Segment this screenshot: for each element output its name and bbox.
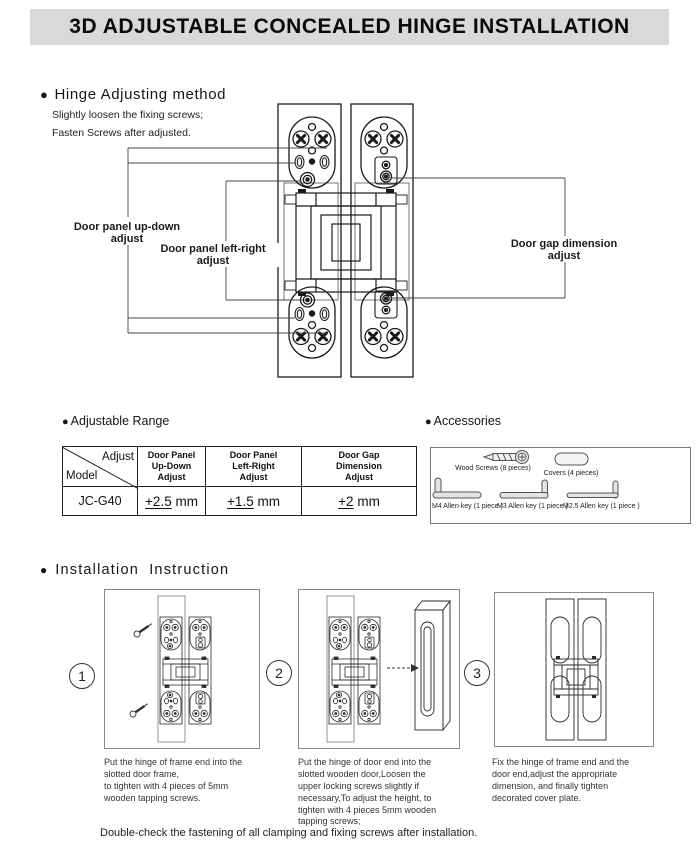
cover-icon [554,452,589,466]
allen-key-m4-label: M4 Allen key (1 piece ) [432,503,503,510]
step-1-box [104,589,260,749]
note-line-1: Slightly loosen the fixing screws; [52,109,204,121]
model-cell: JC-G40 [62,486,138,516]
value-number: +1.5 [227,493,254,509]
section-heading-hinge-adjusting: ● Hinge Adjusting method [40,86,226,103]
corner-adjust-label: Adjust [102,451,134,463]
hinge-diagram [127,103,566,378]
installation-heading: Installation Instruction [55,562,230,578]
step-number-2: 2 [266,660,292,686]
adjustable-range-table: Adjust Model Door Panel Up-Down Adjust D… [62,446,417,516]
step-2-diagram [326,595,451,743]
wood-screws-label: Wood Screws (8 pieces) [455,465,531,472]
value-cell-up-down: +2.5 mm [137,486,206,516]
allen-key-m4-icon [432,477,482,499]
step-2-box [298,589,460,749]
covers-label: Covers (4 pieces) [543,470,599,477]
column-header-left-right: Door Panel Left-Right Adjust [205,446,302,487]
value-cell-door-gap: +2 mm [301,486,417,516]
bullet-icon: ● [62,416,69,428]
step-number-1: 1 [69,663,95,689]
value-unit: mm [353,493,380,509]
adjusting-notes: Slightly loosen the fixing screws; Faste… [52,106,203,142]
value-number: +2.5 [145,493,172,509]
bullet-icon: ● [425,416,432,428]
allen-key-m3-icon [499,479,549,499]
allen-key-m3-label: M3 Allen key (1 piece ) [497,503,568,510]
value-unit: mm [171,493,198,509]
step-2-caption: Put the hinge of door end into the slott… [298,757,437,827]
step-3-caption: Fix the hinge of frame end and the door … [492,757,630,803]
accessories-box: Wood Screws (8 pieces) Covers (4 pieces)… [430,447,691,524]
callout-lines [127,147,566,334]
note-line-2: Fasten Screws after adjusted. [52,127,191,139]
accessories-icons [432,450,619,499]
callout-left-right: Door panel left-right adjust [143,243,283,267]
section-heading-accessories: ●Accessories [425,414,501,428]
value-cell-left-right: +1.5 mm [205,486,302,516]
accessories-heading: Accessories [433,414,502,428]
corner-cell: Adjust Model [62,446,138,489]
adjustable-range-heading: Adjustable Range [70,414,170,428]
step-3-box [494,592,654,747]
value-number: +2 [338,493,354,509]
value-unit: mm [253,493,280,509]
section-heading-installation: ● Installation Instruction [40,562,229,578]
allen-key-m25-icon [566,480,619,499]
wood-screw-icon [482,450,529,464]
step-1-caption: Put the hinge of frame end into the slot… [104,757,243,803]
column-header-up-down: Door Panel Up-Down Adjust [137,446,206,487]
hinge-adjusting-heading: Hinge Adjusting method [54,86,227,103]
corner-model-label: Model [66,470,98,482]
page-title: 3D ADJUSTABLE CONCEALED HINGE INSTALLATI… [30,9,669,45]
step-3-diagram [545,598,607,741]
callout-up-down: Door panel up-down adjust [57,221,197,245]
callout-door-gap: Door gap dimension adjust [494,238,634,262]
step-number-3: 3 [464,660,490,686]
section-heading-adjustable-range: ●Adjustable Range [62,414,169,428]
column-header-door-gap: Door Gap Dimension Adjust [301,446,417,487]
footer-note: Double-check the fastening of all clampi… [100,827,478,839]
allen-key-m25-label: M2.5 Allen key (1 piece ) [563,503,640,510]
step-1-diagram [129,595,212,743]
bullet-icon: ● [40,87,49,102]
bullet-icon: ● [40,563,48,577]
